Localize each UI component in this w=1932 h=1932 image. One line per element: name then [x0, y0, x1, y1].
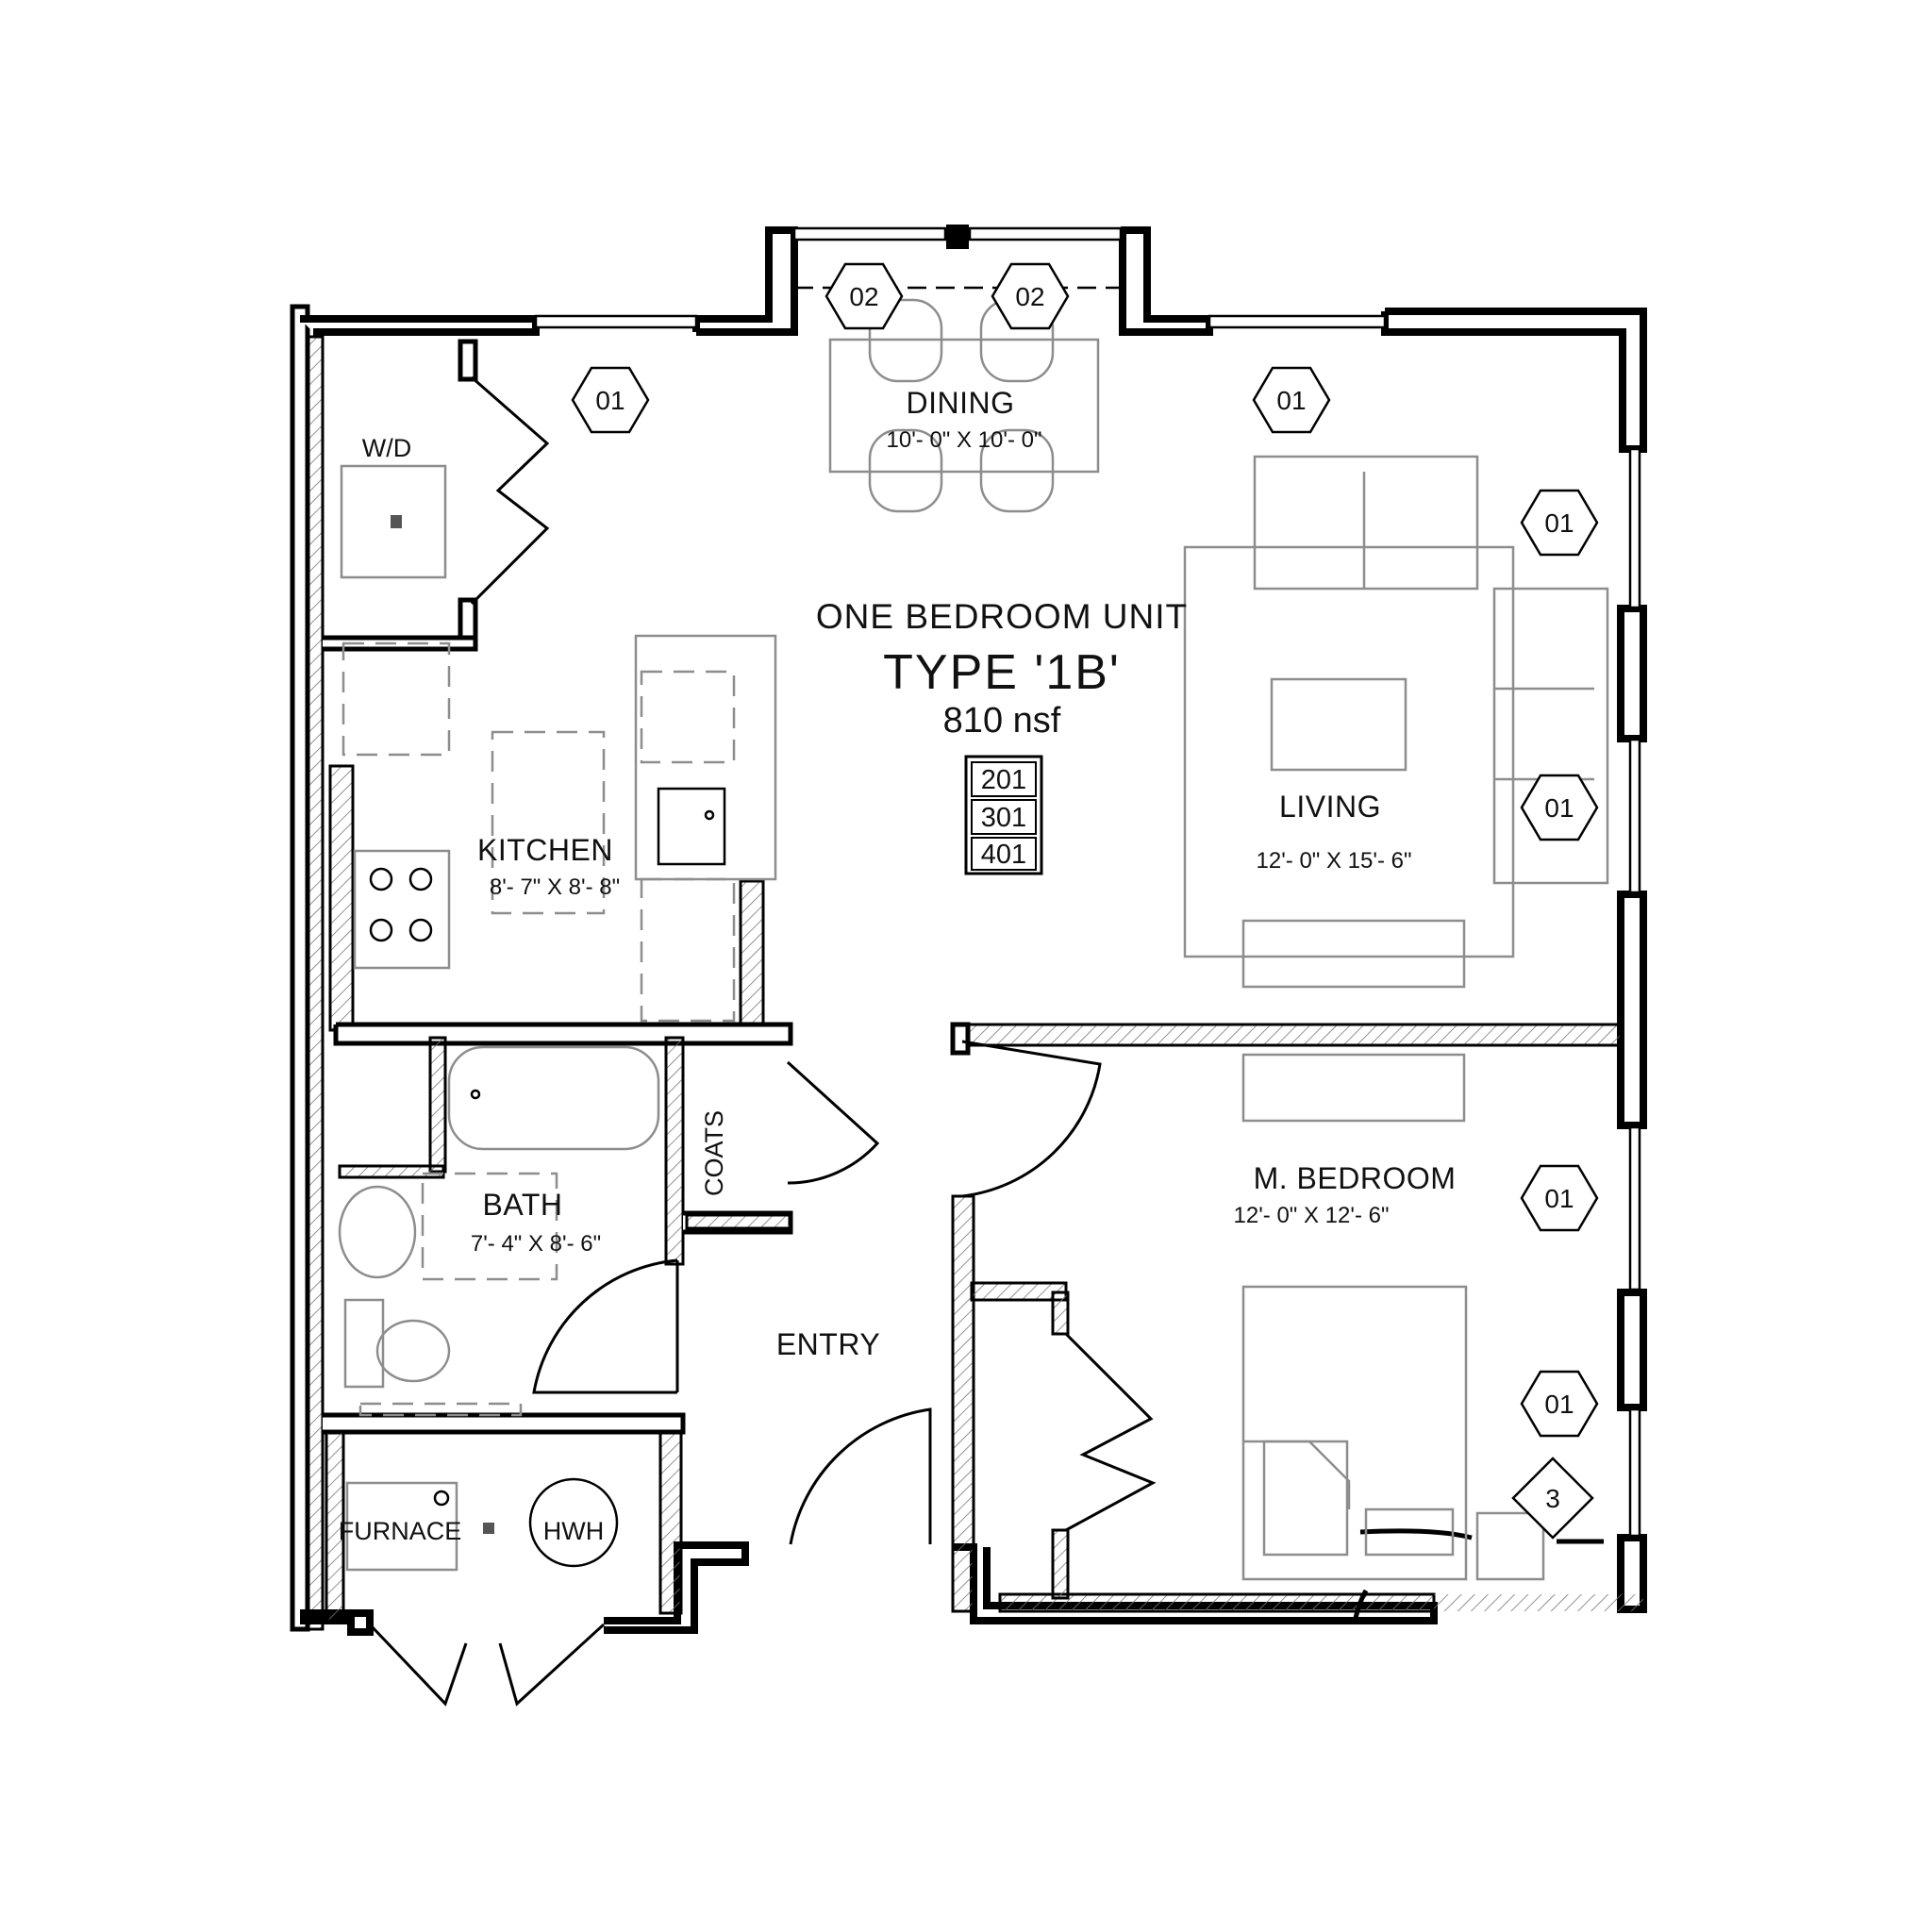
svg-text:3: 3	[1545, 1484, 1560, 1513]
svg-text:01: 01	[1544, 793, 1574, 823]
furnace-label: FURNACE	[339, 1517, 462, 1545]
room-name-entry: ENTRY	[776, 1327, 880, 1361]
window-tag: 02	[991, 262, 1070, 330]
svg-text:02: 02	[849, 282, 878, 311]
svg-text:01: 01	[1544, 508, 1574, 538]
window-tag: 01	[1252, 366, 1331, 434]
unit-number-box: 201 301 401	[964, 755, 1043, 875]
room-labels: DINING 10'- 0" X 10'- 0" LIVING 12'- 0" …	[339, 386, 1457, 1545]
unit-number: 401	[981, 840, 1026, 870]
room-dims-bath: 7'- 4" X 8'- 6"	[471, 1231, 601, 1257]
window-tag: 01	[1520, 489, 1599, 557]
windows	[534, 226, 1641, 1538]
wd-label: W/D	[362, 434, 411, 462]
window-tags: 01 01 01 01 01 01 02 02	[571, 262, 1599, 1540]
plan-type: TYPE '1B'	[883, 645, 1121, 700]
room-dims-dining: 10'- 0" X 10'- 0"	[887, 427, 1042, 453]
doors	[368, 375, 1604, 1707]
window-tag: 01	[1520, 1164, 1599, 1232]
window-tag: 01	[1520, 774, 1599, 841]
svg-text:01: 01	[1276, 386, 1306, 415]
svg-text:02: 02	[1015, 282, 1044, 311]
window-tag: 01	[571, 366, 650, 434]
room-name-kitchen: KITCHEN	[477, 833, 613, 867]
room-name-living: LIVING	[1279, 790, 1381, 824]
plan-area: 810 nsf	[943, 701, 1061, 741]
exterior-walls	[290, 225, 1647, 1636]
window-tag: 01	[1520, 1370, 1599, 1438]
window-tag: 02	[824, 262, 904, 330]
svg-text:01: 01	[1544, 1184, 1574, 1213]
room-dims-living: 12'- 0" X 15'- 6"	[1257, 848, 1412, 874]
interior-walls	[323, 339, 1623, 1623]
svg-text:01: 01	[595, 386, 625, 415]
unit-title-block: ONE BEDROOM UNIT TYPE '1B' 810 nsf 201 3…	[816, 597, 1188, 875]
room-name-dining: DINING	[907, 386, 1015, 420]
unit-number: 301	[981, 803, 1026, 833]
keynote-tag: 3	[1511, 1457, 1594, 1540]
room-name-bedroom: M. BEDROOM	[1254, 1161, 1457, 1195]
room-name-bath: BATH	[483, 1188, 563, 1222]
room-dims-kitchen: 8'- 7" X 8'- 8"	[490, 874, 620, 900]
unit-number: 201	[981, 765, 1026, 795]
room-dims-bedroom: 12'- 0" X 12'- 6"	[1234, 1203, 1390, 1228]
coats-label: COATS	[700, 1110, 728, 1196]
hwh-label: HWH	[543, 1517, 604, 1545]
svg-text:01: 01	[1544, 1390, 1574, 1419]
plan-title: ONE BEDROOM UNIT	[816, 597, 1188, 636]
